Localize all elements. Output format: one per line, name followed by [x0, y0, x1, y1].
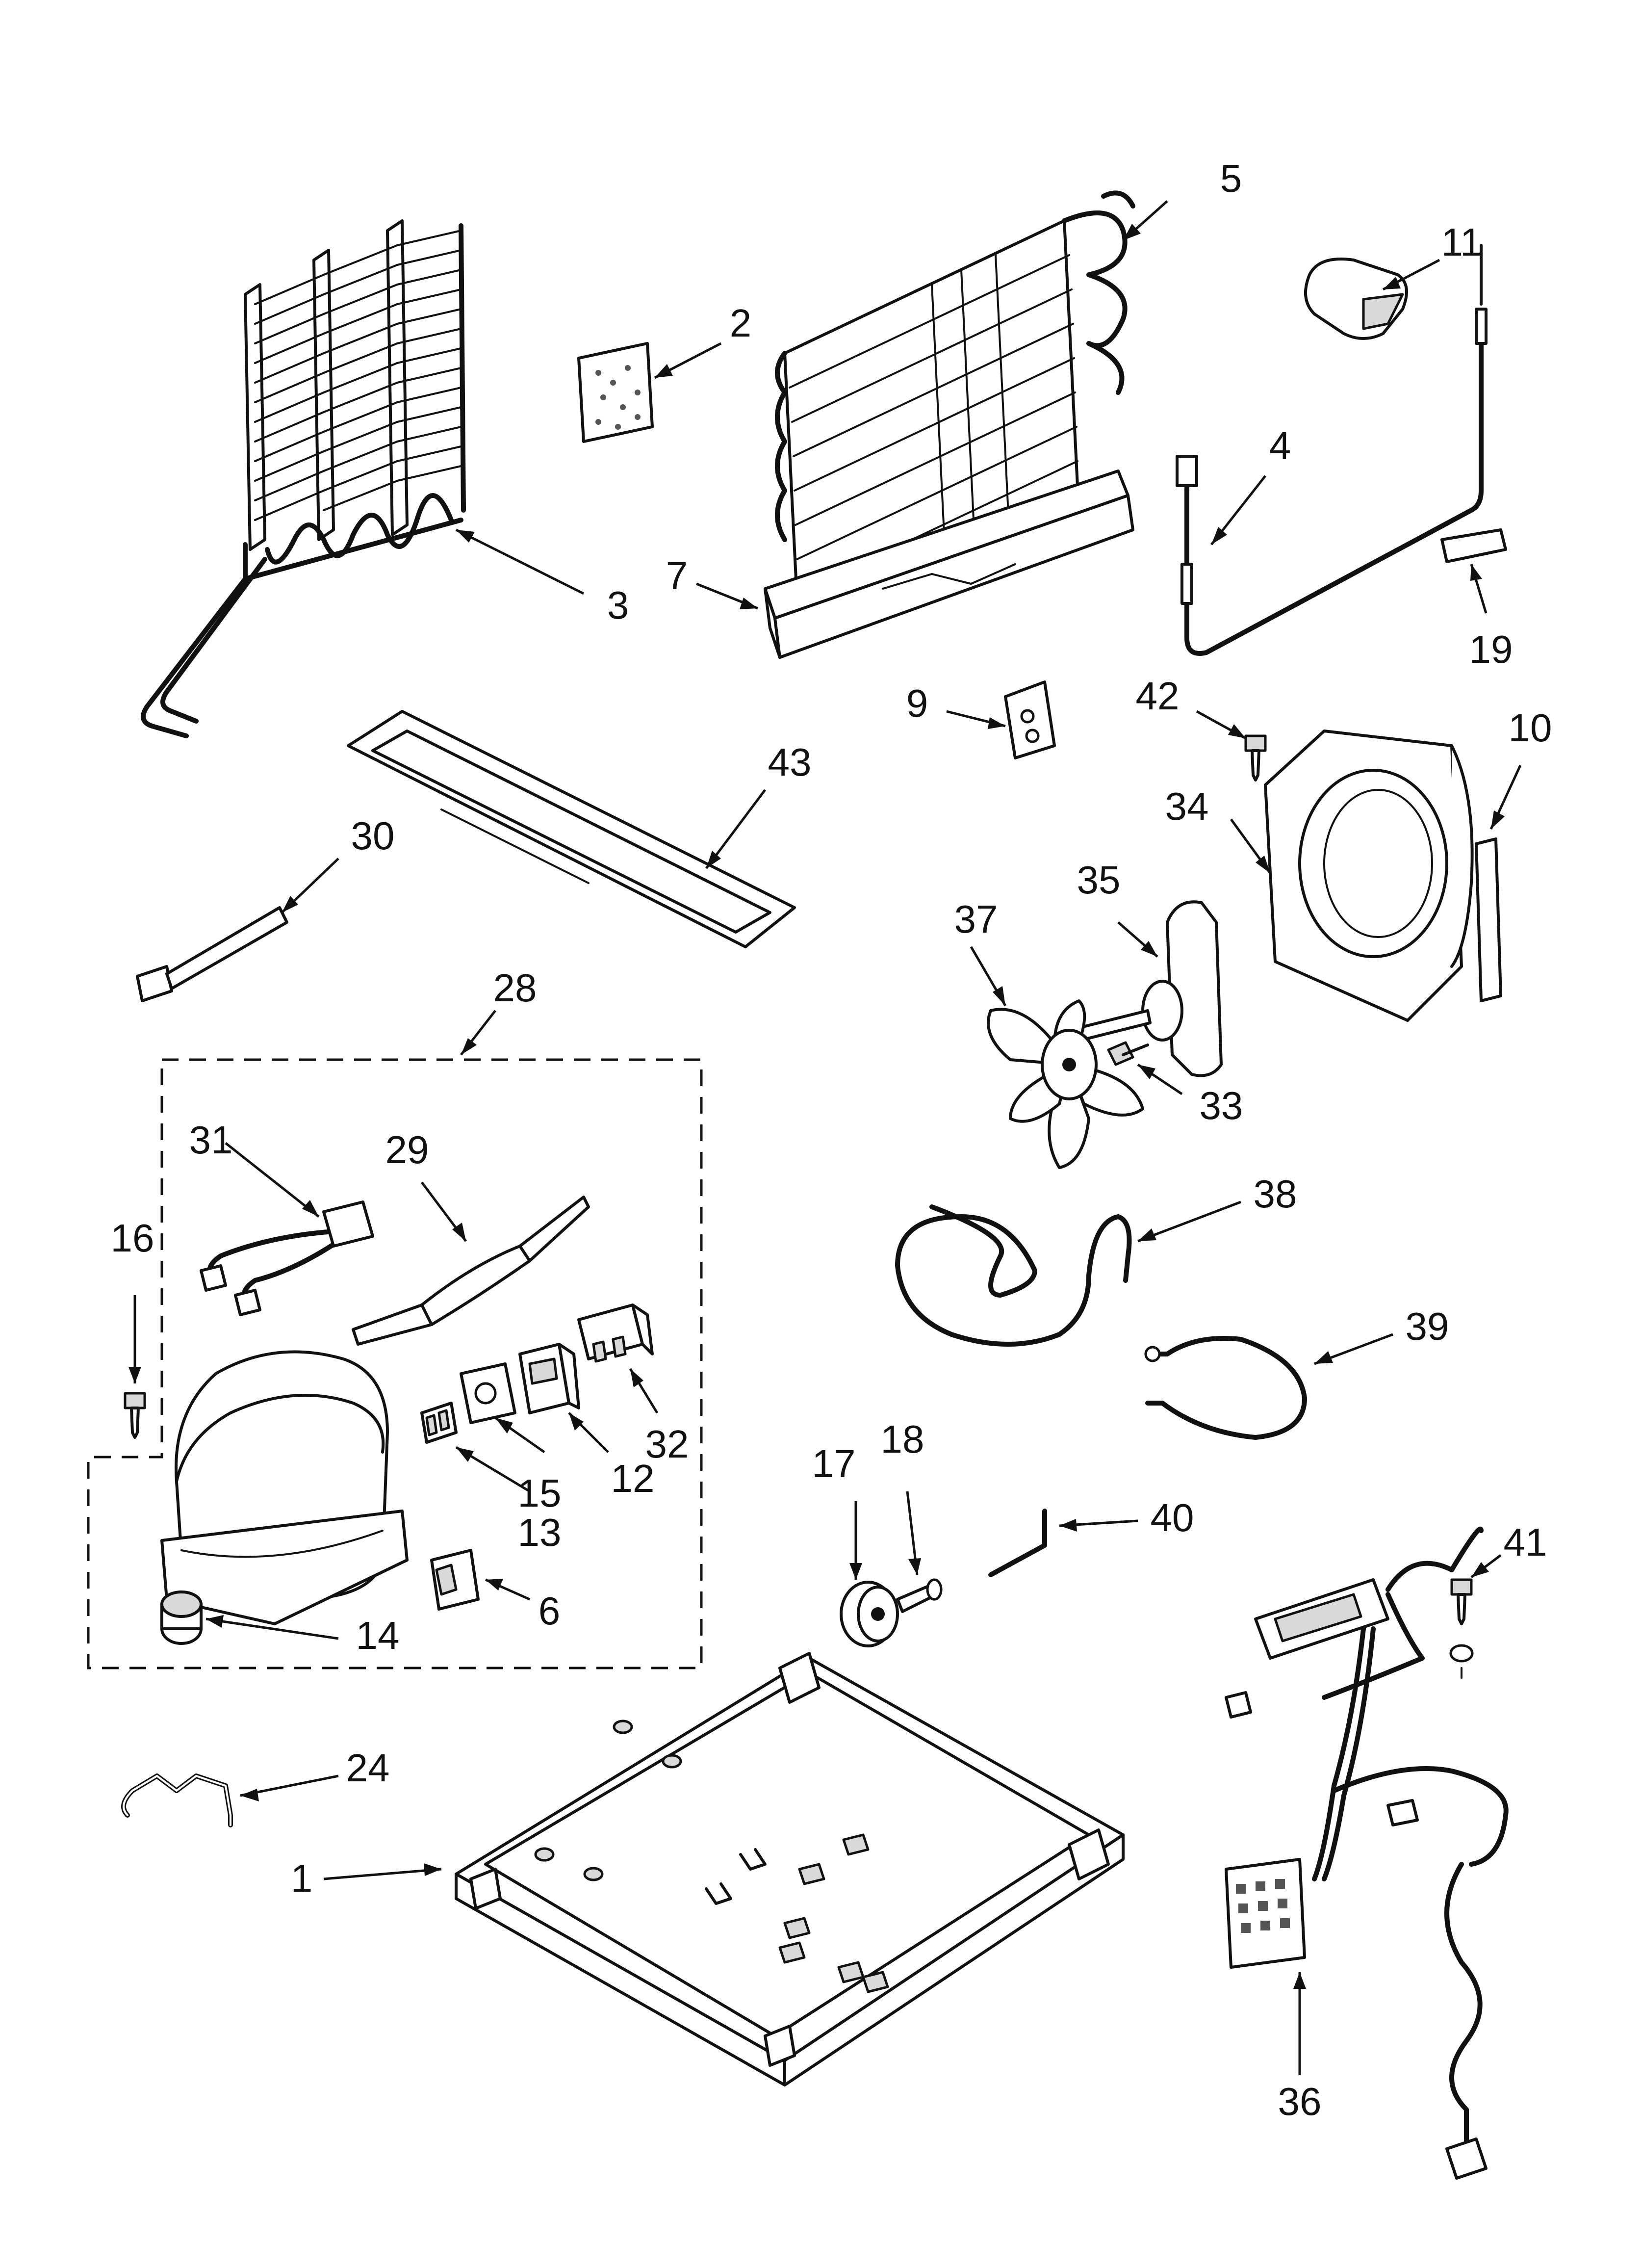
suction-tubing	[895, 1204, 1132, 1347]
sealed-system-group-box	[87, 1058, 703, 1669]
roller-pin	[896, 1578, 943, 1613]
elbow-tube	[988, 1509, 1047, 1577]
callout-24: 24	[346, 1746, 390, 1790]
callout-41: 41	[1504, 1520, 1547, 1564]
leader-38	[1137, 1200, 1241, 1243]
ground-screw	[1449, 1578, 1474, 1679]
compressor	[160, 1350, 409, 1625]
callout-9: 9	[906, 681, 928, 725]
callout-18: 18	[881, 1417, 924, 1461]
arrowhead-3	[456, 530, 475, 543]
drain-trough	[764, 469, 1134, 659]
roller-wheel	[840, 1581, 899, 1647]
callout-17: 17	[812, 1442, 856, 1486]
callout-15: 15	[518, 1471, 562, 1515]
callout-4: 4	[1269, 424, 1291, 468]
cable-tie	[136, 906, 288, 1002]
callout-31: 31	[189, 1118, 233, 1162]
callout-14: 14	[356, 1614, 400, 1657]
callout-28: 28	[493, 966, 537, 1010]
callout-3: 3	[607, 583, 629, 627]
callout-5: 5	[1220, 156, 1242, 200]
mounting-bracket	[1004, 680, 1056, 759]
run-capacitor	[430, 1549, 480, 1611]
callout-10: 10	[1509, 706, 1552, 750]
start-relay	[518, 1343, 580, 1414]
leader-14	[205, 1617, 339, 1640]
compressor-wire-harness	[200, 1200, 374, 1316]
callout-34: 34	[1165, 784, 1209, 828]
callout-38: 38	[1254, 1172, 1297, 1216]
callout-40: 40	[1151, 1496, 1194, 1539]
main-wire-harness	[1225, 1526, 1509, 2180]
callout-33: 33	[1200, 1084, 1243, 1127]
relay-cover	[577, 1303, 654, 1363]
condenser	[141, 219, 466, 738]
callout-19: 19	[1469, 627, 1513, 671]
spring-clip	[121, 1773, 233, 1827]
overload-protector	[460, 1362, 516, 1424]
leader-31	[225, 1142, 320, 1218]
grommet	[160, 1590, 203, 1645]
sensor-clip	[1440, 528, 1507, 563]
terminal-connector	[420, 1402, 458, 1444]
callout-7: 7	[666, 554, 688, 598]
gasket-strip	[1475, 837, 1502, 1002]
base-frame	[455, 1652, 1125, 2086]
leader-1	[323, 1868, 442, 1880]
callout-16: 16	[111, 1216, 154, 1260]
callout-2: 2	[730, 301, 752, 345]
filter-drier	[352, 1196, 590, 1346]
callout-12: 12	[611, 1457, 655, 1500]
drain-pan	[347, 710, 796, 948]
capillary-tube	[1144, 1336, 1307, 1440]
fan-blade	[987, 999, 1144, 1169]
leader-3	[455, 528, 585, 595]
callout-32: 32	[645, 1422, 689, 1466]
callout-30: 30	[351, 814, 395, 858]
screw-42	[1244, 734, 1267, 782]
callout-6: 6	[539, 1589, 561, 1633]
callout-13: 13	[518, 1511, 562, 1554]
thermistor	[1176, 244, 1488, 656]
callout-43: 43	[768, 740, 812, 784]
callout-36: 36	[1278, 2080, 1322, 2123]
filter-pad	[577, 342, 654, 443]
screw-33	[1107, 1041, 1149, 1066]
callout-29: 29	[385, 1128, 429, 1172]
callout-35: 35	[1077, 858, 1121, 902]
fan-shroud	[1264, 730, 1474, 1022]
fan-motor	[1068, 900, 1223, 1077]
callout-1: 1	[291, 1856, 313, 1900]
callout-39: 39	[1406, 1304, 1449, 1348]
callout-37: 37	[954, 897, 998, 941]
sensor-cap	[1304, 258, 1408, 340]
callout-42: 42	[1136, 674, 1180, 718]
callout-11: 11	[1441, 220, 1482, 264]
screw-16	[124, 1392, 146, 1439]
